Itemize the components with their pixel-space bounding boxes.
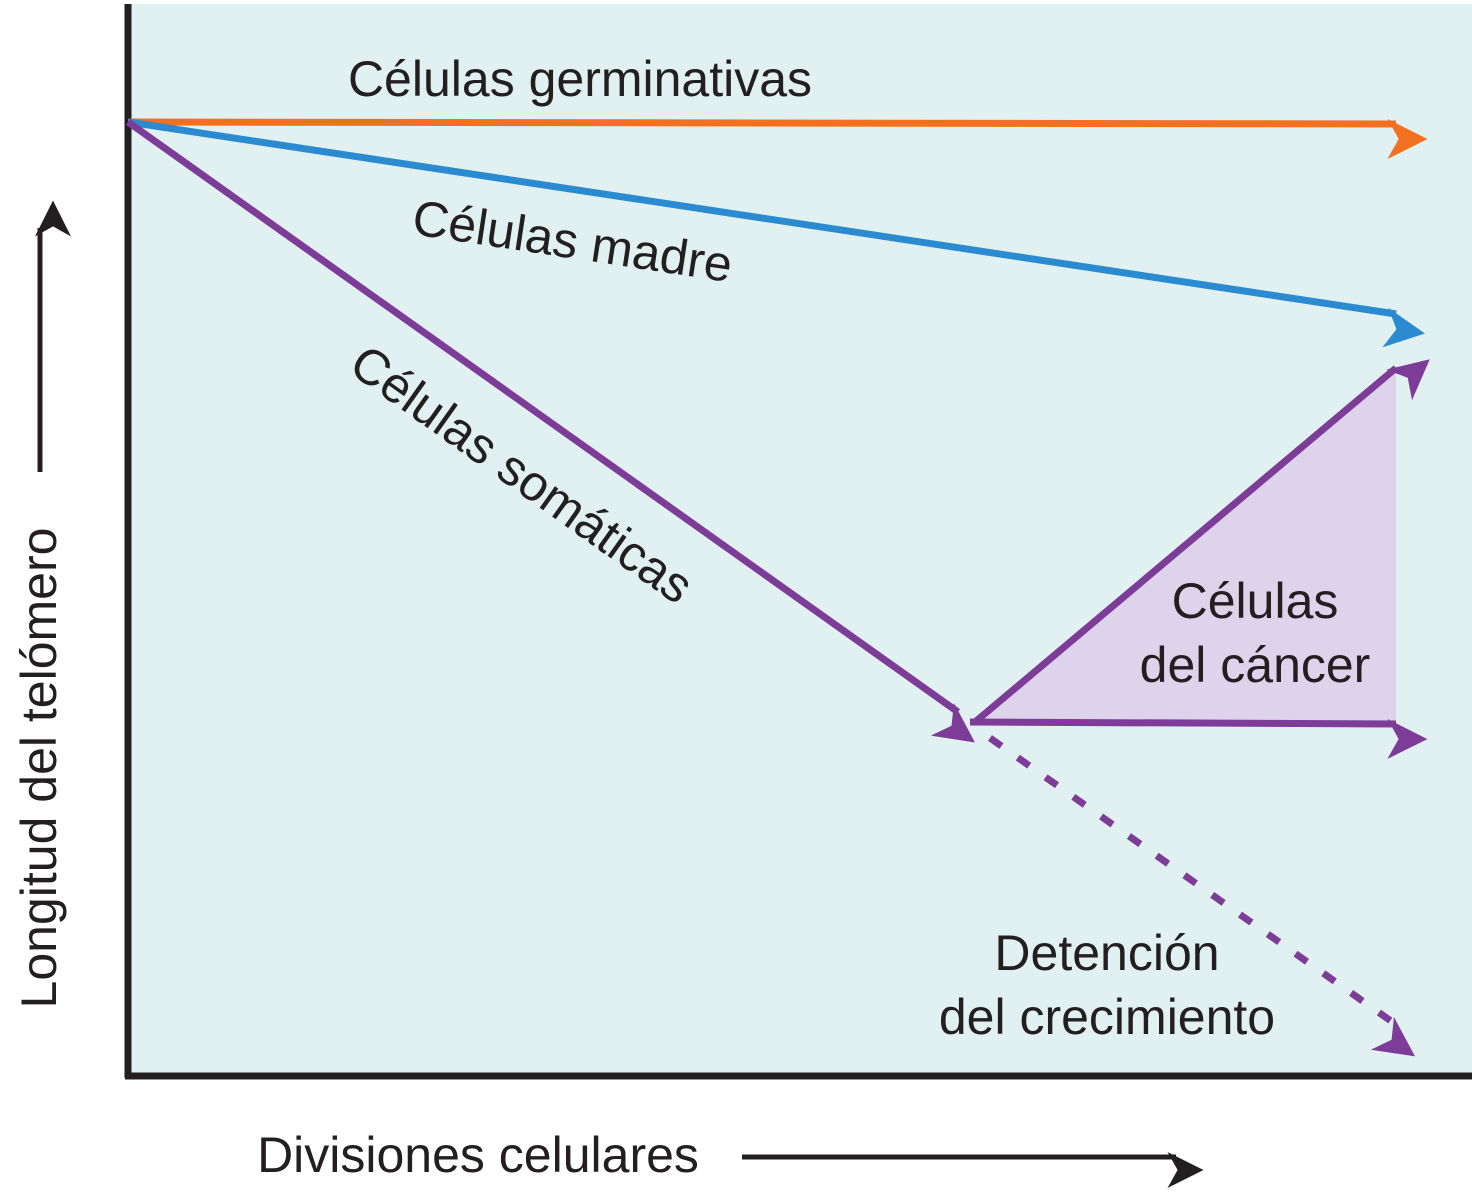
cancer-rise-arrow [972, 359, 1430, 725]
label-arrest-line2: del crecimiento [939, 989, 1275, 1045]
label-cancer-line2: del cáncer [1140, 637, 1371, 693]
x-axis-title: Divisiones celulares [257, 1127, 699, 1183]
cancer-flat-arrow [969, 718, 1428, 759]
label-arrest-line1: Detención [994, 925, 1219, 981]
stem-cell-arrow [127, 118, 1425, 348]
growth-arrest-arrow [987, 735, 1416, 1057]
y-axis-title: Longitud del telómero [11, 528, 67, 1009]
germline-arrow [127, 118, 1428, 159]
label-cancer-line1: Células [1172, 573, 1339, 629]
label-germline: Células germinativas [348, 51, 812, 107]
somatic-arrow [125, 119, 975, 743]
